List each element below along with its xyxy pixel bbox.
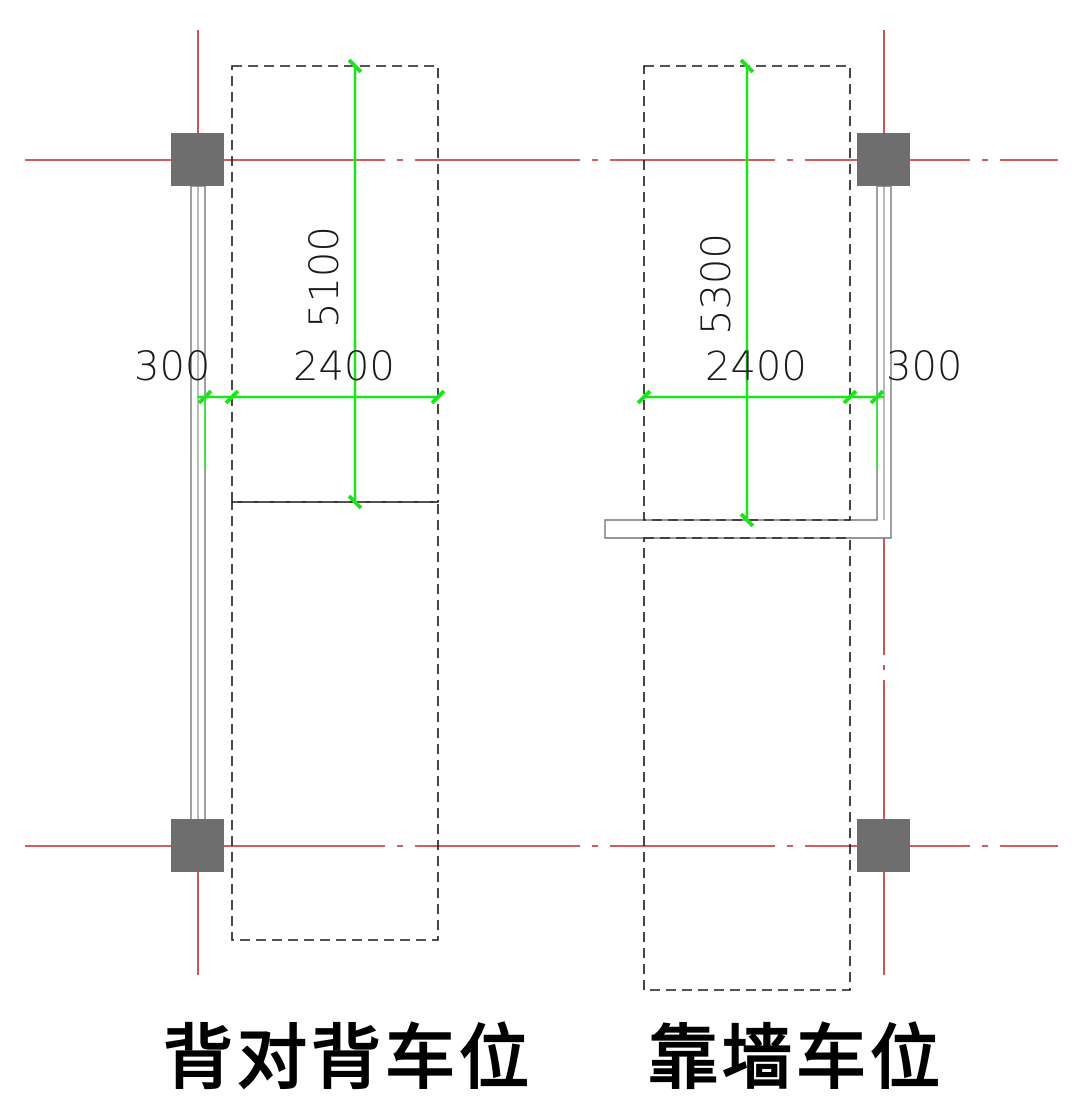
right-tick (636, 389, 652, 405)
left-column-top (171, 133, 224, 186)
left-caption: 背对背车位 (163, 1016, 533, 1099)
right-width-label: 2400 (705, 344, 807, 390)
left-column-bottom (171, 819, 224, 872)
right-tick (739, 512, 755, 528)
left-tick (197, 389, 213, 405)
right-tick (842, 389, 858, 405)
right-dimensions (636, 58, 885, 528)
left-dimensions (197, 58, 446, 510)
right-parking-bay-lower (643, 537, 851, 991)
right-column-top (857, 133, 910, 186)
left-offset-label: 300 (134, 344, 210, 390)
right-plan: 5300 2400 300 靠墙车位 (604, 58, 962, 1099)
left-tick (347, 494, 363, 510)
left-plan: 5100 2400 300 背对背车位 (134, 58, 533, 1099)
right-length-label: 5300 (694, 233, 740, 335)
left-tick (347, 58, 363, 74)
left-parking-bay-lower (231, 501, 439, 941)
left-tick (224, 389, 240, 405)
right-column-bottom (857, 819, 910, 872)
right-caption: 靠墙车位 (648, 1016, 944, 1099)
right-tick (869, 389, 885, 405)
right-offset-label: 300 (886, 344, 962, 390)
left-tick (430, 389, 446, 405)
left-width-label: 2400 (293, 344, 395, 390)
left-length-label: 5100 (302, 226, 348, 328)
right-tick (739, 58, 755, 74)
